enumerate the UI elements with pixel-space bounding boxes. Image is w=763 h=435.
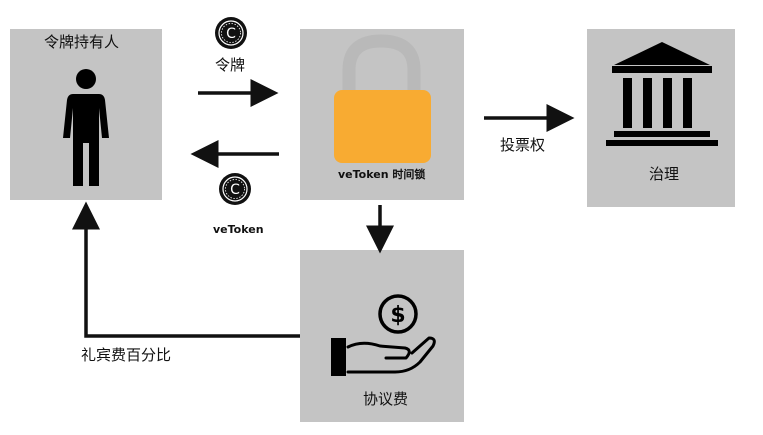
svg-text:C: C	[226, 26, 236, 42]
padlock-icon	[334, 34, 431, 163]
vetoken-label: veToken	[213, 223, 264, 236]
arrow-fees-to-holder	[72, 201, 300, 338]
token-holder-title: 令牌持有人	[44, 33, 120, 51]
protocol-fee-label: 协议费	[363, 390, 409, 408]
voting-power-label: 投票权	[500, 136, 546, 154]
time-lock-label: veToken 时间锁	[338, 168, 426, 181]
fee-share-label: 礼宾费百分比	[81, 346, 172, 364]
arrows	[72, 79, 575, 338]
token-label: 令牌	[215, 56, 246, 74]
protocol-fee-box	[300, 250, 464, 422]
vetoken-coin-icon: C	[219, 173, 251, 205]
governance-label: 治理	[649, 165, 680, 183]
svg-text:C: C	[230, 182, 240, 198]
person-icon	[63, 69, 109, 186]
hand-dollar-icon: $	[331, 294, 436, 376]
token-coin-icon: C	[215, 17, 247, 49]
svg-text:$: $	[390, 303, 405, 328]
governance-building-icon	[606, 42, 718, 146]
